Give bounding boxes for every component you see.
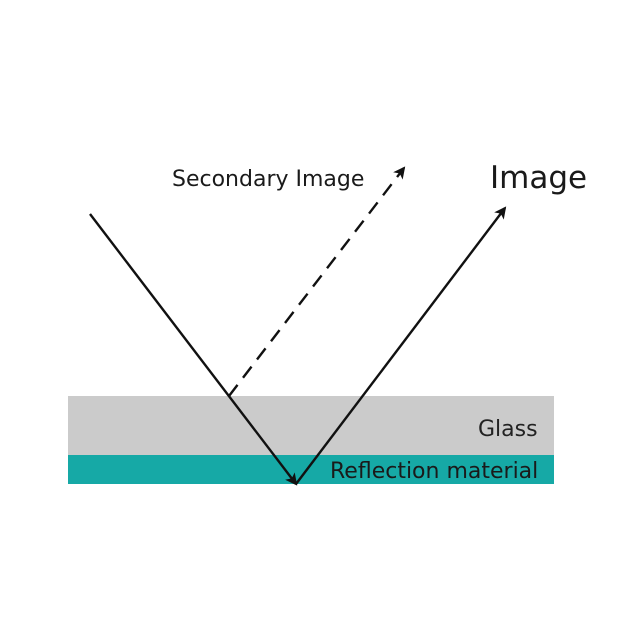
reflection-material-layer	[68, 455, 554, 484]
image-label: Image	[490, 160, 587, 196]
glass-layer	[68, 396, 554, 455]
reflection-material-label: Reflection material	[330, 459, 538, 484]
primary-reflected-ray	[295, 206, 507, 485]
incident-ray	[89, 213, 298, 486]
glass-label: Glass	[478, 417, 538, 442]
secondary-reflected-ray	[228, 166, 406, 397]
secondary-image-label: Secondary Image	[172, 167, 364, 192]
